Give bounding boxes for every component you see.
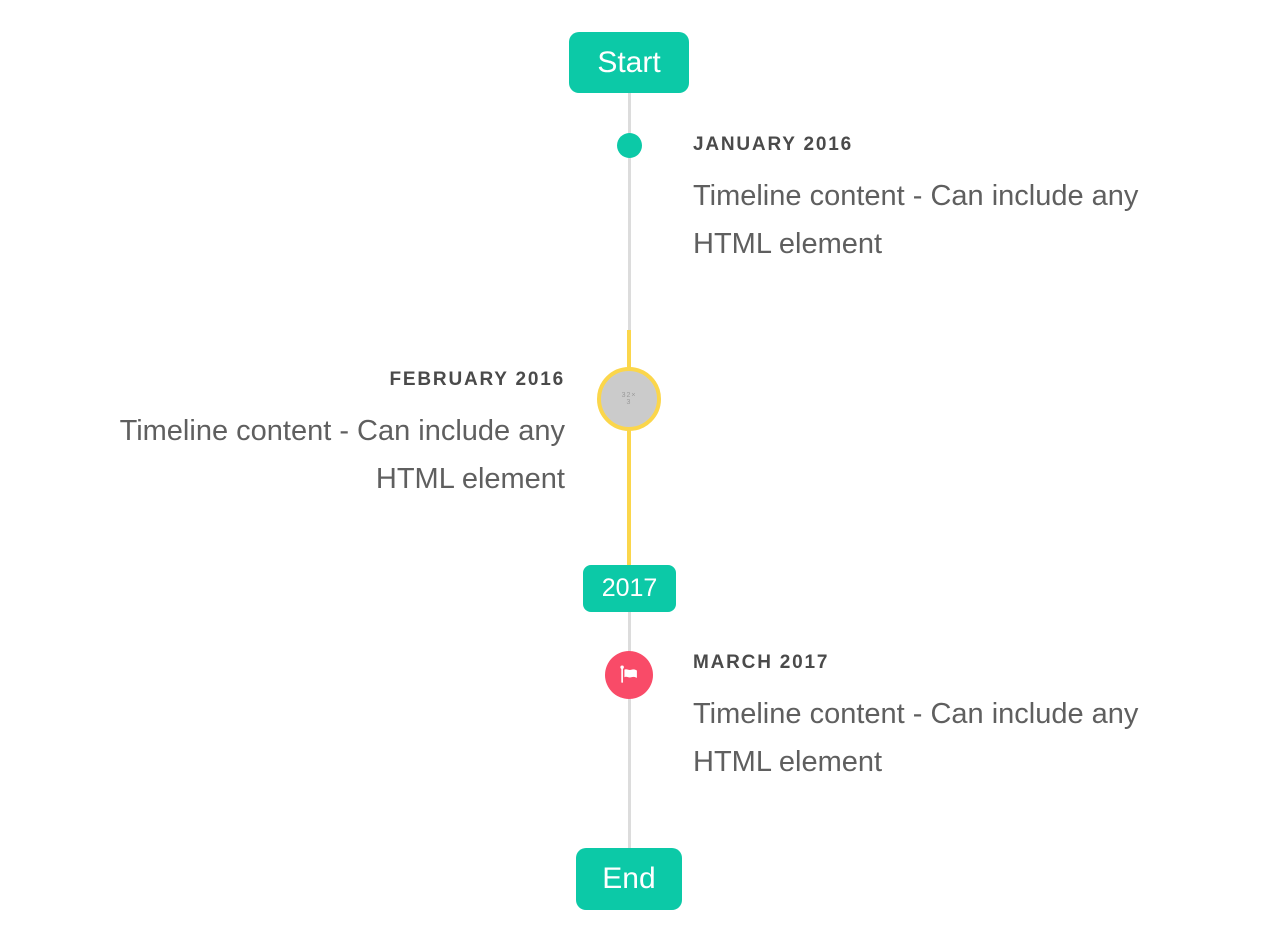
entry-content-line: Timeline content - Can include any — [693, 698, 1139, 730]
february-marker-image-circle[interactable]: 32×3 — [597, 367, 661, 431]
march-marker-flag-circle[interactable] — [605, 651, 653, 699]
broken-image-icon: 32×3 — [621, 392, 637, 406]
timeline-entry-february: FEBRUARY 2016 Timeline content - Can inc… — [25, 368, 565, 503]
entry-content-march: Timeline content - Can include any HTML … — [693, 690, 1233, 786]
flag-icon — [620, 665, 637, 683]
start-button[interactable]: Start — [569, 32, 689, 93]
entry-content-line: Timeline content - Can include any — [119, 415, 565, 447]
end-button[interactable]: End — [576, 848, 682, 910]
entry-title-january: JANUARY 2016 — [693, 134, 853, 155]
entry-title-march: MARCH 2017 — [693, 652, 830, 673]
entry-title-february: FEBRUARY 2016 — [389, 369, 565, 390]
timeline-line-bottom — [628, 612, 631, 849]
entry-content-line: Timeline content - Can include any — [693, 180, 1139, 212]
timeline-entry-january: JANUARY 2016 Timeline content - Can incl… — [693, 133, 1233, 268]
timeline-line-highlight-yellow — [627, 330, 631, 566]
year-badge-2017[interactable]: 2017 — [583, 565, 676, 612]
entry-content-january: Timeline content - Can include any HTML … — [693, 172, 1233, 268]
timeline-entry-march: MARCH 2017 Timeline content - Can includ… — [693, 651, 1233, 786]
entry-content-line: HTML element — [375, 463, 565, 495]
timeline-line-top — [628, 93, 631, 330]
entry-content-line: HTML element — [693, 746, 883, 778]
entry-content-february: Timeline content - Can include any HTML … — [25, 407, 565, 503]
entry-content-line: HTML element — [693, 228, 883, 260]
january-marker-dot[interactable] — [617, 133, 642, 158]
